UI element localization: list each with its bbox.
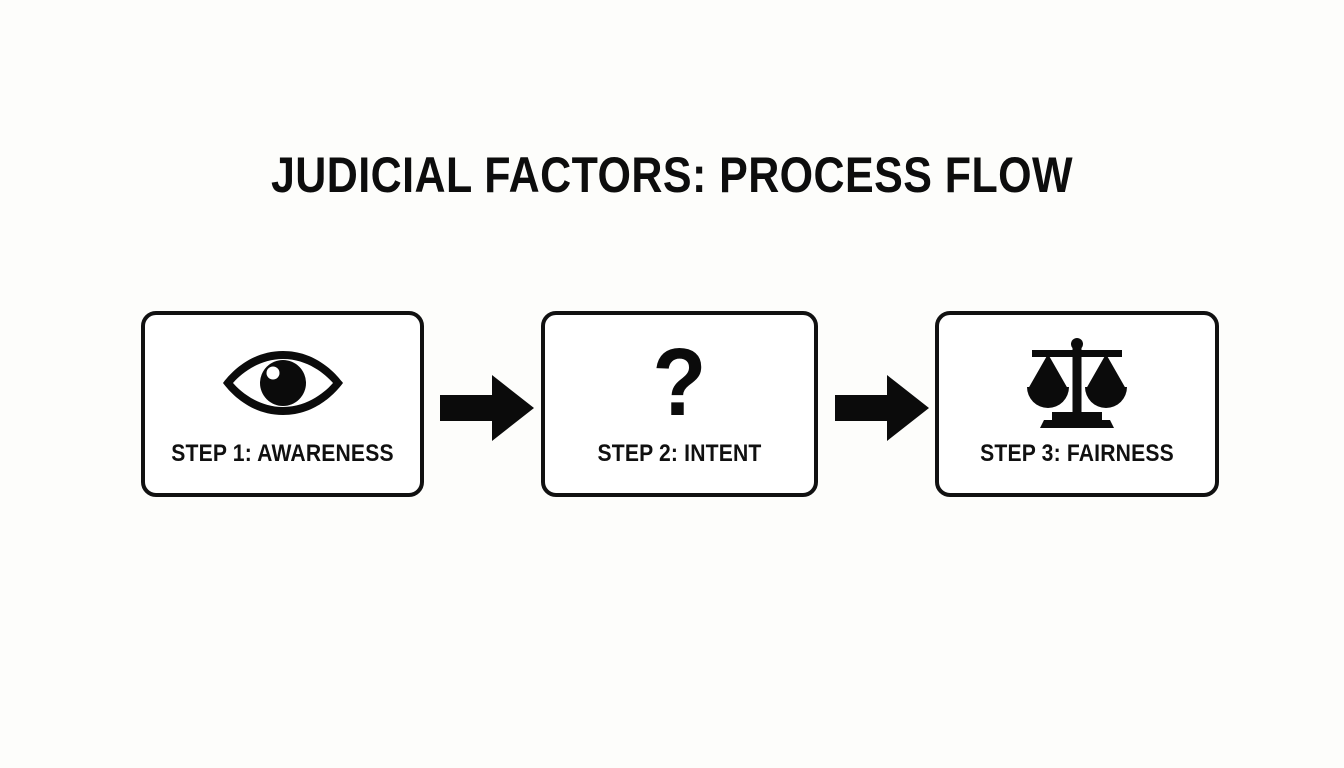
eye-icon: [145, 335, 420, 431]
page-title: JUDICIAL FACTORS: PROCESS FLOW: [270, 147, 1074, 203]
process-step-3-label: STEP 3: FAIRNESS: [980, 440, 1174, 467]
process-step-2[interactable]: ? STEP 2: INTENT: [541, 311, 818, 497]
process-step-1[interactable]: STEP 1: AWARENESS: [141, 311, 424, 497]
process-step-2-label: STEP 2: INTENT: [597, 440, 762, 467]
process-step-3[interactable]: STEP 3: FAIRNESS: [935, 311, 1219, 497]
arrow-right-icon-1: [440, 375, 534, 441]
process-flow-diagram: STEP 1: AWARENESS ? STEP 2: INTENT: [141, 311, 1219, 497]
question-mark-icon: ?: [545, 335, 814, 431]
arrow-right-icon-2: [835, 375, 929, 441]
question-mark-glyph: ?: [652, 329, 707, 436]
balance-scales-icon: [939, 335, 1215, 431]
process-step-1-label: STEP 1: AWARENESS: [171, 440, 394, 467]
